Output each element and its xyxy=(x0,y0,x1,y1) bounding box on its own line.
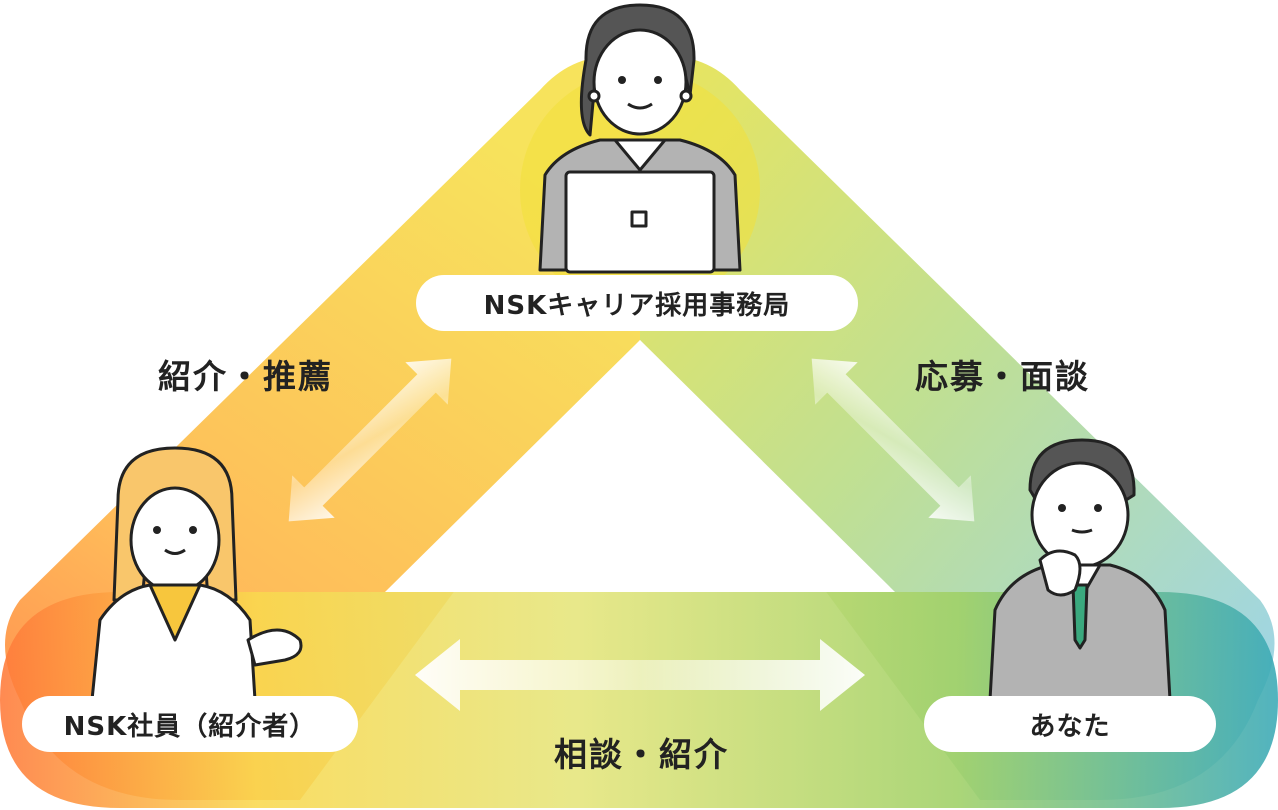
node-employee-label: NSK社員（紹介者） xyxy=(22,696,358,752)
face xyxy=(129,486,221,594)
relation-bottom-label: 相談・紹介 xyxy=(554,735,729,774)
face xyxy=(1030,461,1130,569)
you-illustration xyxy=(988,438,1172,702)
face xyxy=(592,28,688,136)
arrow-right xyxy=(811,358,975,522)
band-bottom xyxy=(0,592,1278,808)
office-staff-illustration xyxy=(538,3,742,274)
hand xyxy=(1038,549,1082,597)
node-office-label: NSKキャリア採用事務局 xyxy=(416,275,858,331)
hand xyxy=(246,628,303,667)
employee-illustration xyxy=(90,446,303,702)
arrow-bottom xyxy=(415,639,865,711)
relation-right-label: 応募・面談 xyxy=(915,357,1090,396)
arrow-left xyxy=(288,358,452,522)
relation-left-label: 紹介・推薦 xyxy=(158,357,333,396)
triangle-hole xyxy=(385,340,895,592)
node-you-label: あなた xyxy=(924,696,1216,752)
